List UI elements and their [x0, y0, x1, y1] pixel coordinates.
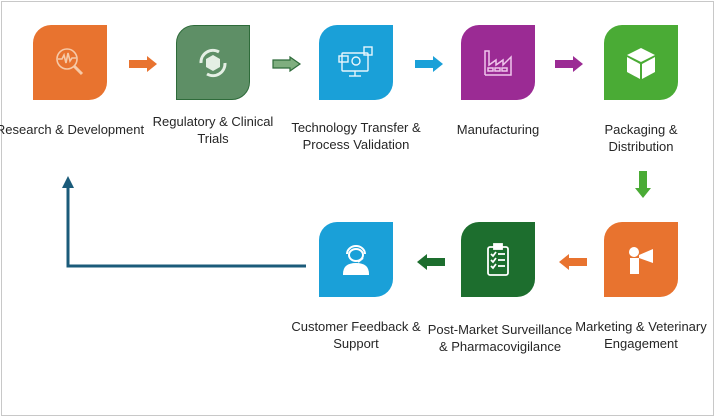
monitor-user-icon — [338, 45, 373, 77]
headset-agent-icon — [342, 244, 370, 275]
factory-icon — [484, 49, 512, 76]
arrow-left-icon — [559, 254, 587, 270]
arrow-down-icon — [635, 171, 651, 198]
step-label: Research & Development — [0, 122, 145, 137]
cycle-arrows-icon — [199, 48, 227, 77]
arrow-right-icon — [415, 56, 443, 72]
step-label: Regulatory & Clinical Trials — [152, 114, 274, 146]
arrow-right-icon — [555, 56, 583, 72]
step-label: Packaging & Distribution — [604, 122, 678, 154]
box-icon — [627, 47, 655, 79]
step-manufacturing-tile — [461, 25, 535, 100]
step-postmarket-tile — [461, 222, 535, 297]
step-label: Customer Feedback & Support — [291, 319, 421, 351]
step-customer-feedback-tile — [319, 222, 393, 297]
step-label: Manufacturing — [456, 122, 540, 137]
step-packaging-tile — [604, 25, 678, 100]
arrow-right-icon — [129, 56, 157, 72]
step-techtransfer-tile — [319, 25, 393, 100]
step-regulatory-tile — [176, 25, 250, 100]
loop-back-arrow-icon — [62, 176, 306, 268]
step-label: Technology Transfer & Process Validation — [291, 120, 421, 152]
step-research-tile — [33, 25, 107, 100]
step-label: Marketing & Veterinary Engagement — [575, 319, 707, 351]
arrow-left-icon — [417, 254, 445, 270]
clipboard-checklist-icon — [487, 242, 509, 276]
arrow-right-icon — [272, 56, 302, 72]
step-marketing-tile — [604, 222, 678, 297]
magnifier-pulse-icon — [56, 47, 84, 75]
megaphone-person-icon — [629, 246, 653, 274]
step-label: Post-Market Surveillance & Pharmacovigil… — [427, 322, 573, 354]
